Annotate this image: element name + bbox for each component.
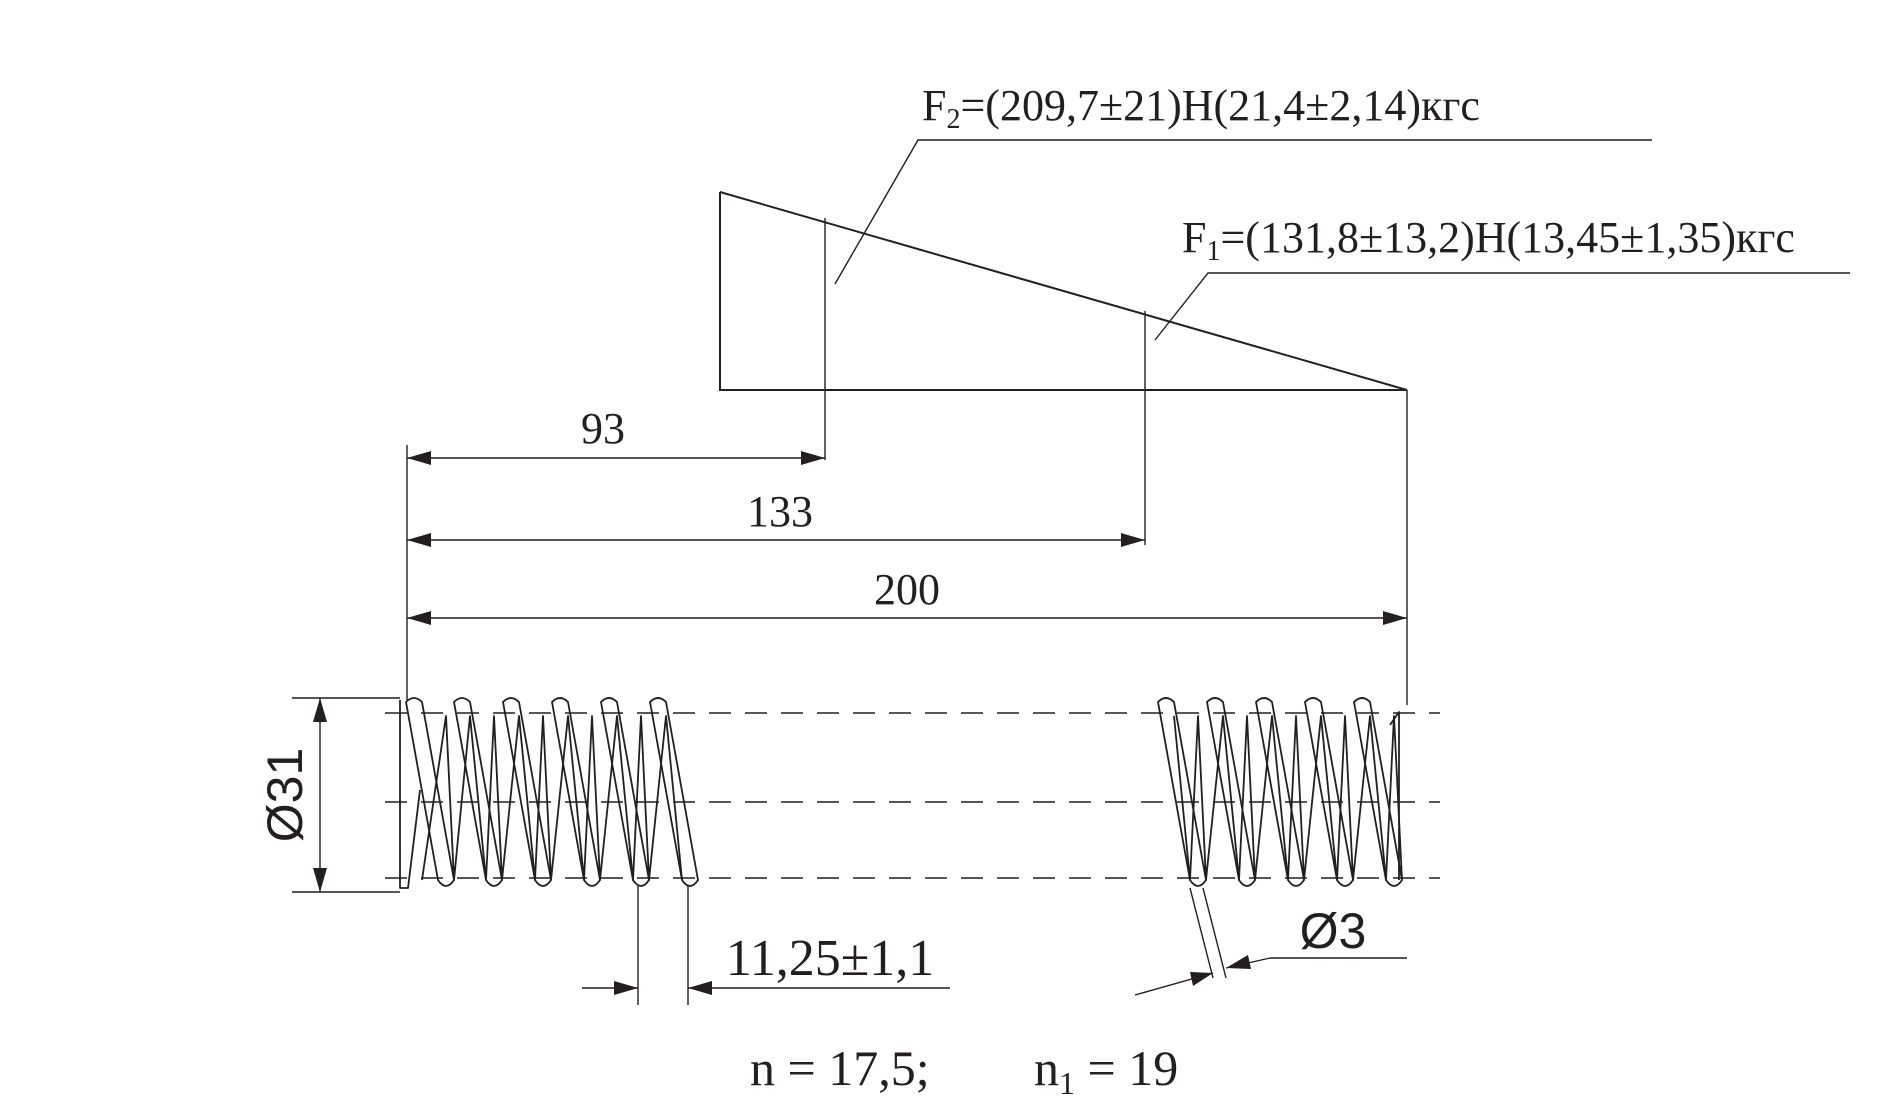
f1-leader <box>1154 272 1850 341</box>
left-back-strokes <box>421 715 683 881</box>
dim-133-arrow-right <box>1121 533 1145 547</box>
spring <box>385 697 1440 889</box>
force-diagram: F2=(209,7±21)Н(21,4±2,14)кгс F1=(131,8±1… <box>719 81 1850 705</box>
n1-label: n1 = 19 <box>1034 1040 1178 1101</box>
wire-ext-left <box>1189 887 1214 979</box>
f1-value: =(131,8±13,2)Н(13,45±1,35)кгс <box>1220 213 1794 262</box>
dim-200-label: 200 <box>874 565 940 614</box>
f1-annotation: F1=(131,8±13,2)Н(13,45±1,35)кгс <box>1182 213 1795 267</box>
dim-200-arrow-left <box>407 611 431 625</box>
left-coil-group <box>405 697 699 887</box>
wire-diameter-dimension: Ø3 <box>1134 887 1407 996</box>
f1-subscript: 1 <box>1206 236 1220 267</box>
right-coil-group <box>1157 697 1403 887</box>
right-back-strokes <box>1173 715 1403 881</box>
dim-200-arrow-right <box>1383 611 1407 625</box>
f2-symbol: F <box>922 81 946 130</box>
n1-value: = 19 <box>1075 1040 1178 1096</box>
f1-symbol: F <box>1182 213 1206 262</box>
pitch-label: 11,25±1,1 <box>726 930 935 987</box>
dim-93-arrow-left <box>407 451 431 465</box>
turns-note: n = 17,5; n1 = 19 <box>750 1040 1178 1101</box>
wire-arrow-right <box>1226 955 1251 969</box>
right-end-coil <box>1389 711 1400 880</box>
pitch-dimension: 11,25±1,1 <box>582 885 950 1005</box>
wire-diameter-label: Ø3 <box>1300 903 1367 959</box>
f2-leader <box>834 139 1652 285</box>
n1-subscript: 1 <box>1059 1065 1075 1101</box>
wire-ext-right <box>1202 887 1227 979</box>
diameter-arrow-bottom <box>313 868 327 892</box>
dim-93-arrow-right <box>801 451 825 465</box>
dim-133-label: 133 <box>747 487 813 536</box>
diameter-arrow-top <box>313 698 327 722</box>
pitch-arrow-right <box>688 981 712 995</box>
n-label: n = 17,5; <box>750 1040 930 1096</box>
pitch-arrow-left <box>614 981 638 995</box>
diameter-label: Ø31 <box>257 748 313 843</box>
wire-arrow-left <box>1190 972 1213 986</box>
diameter-dimension: Ø31 <box>257 697 400 893</box>
coil-left-6 <box>649 697 699 887</box>
length-dimensions: 93 133 200 <box>406 404 1407 700</box>
f2-value: =(209,7±21)Н(21,4±2,14)кгс <box>960 81 1479 130</box>
dim-93-label: 93 <box>581 404 625 453</box>
f2-annotation: F2=(209,7±21)Н(21,4±2,14)кгс <box>922 81 1480 135</box>
left-end-coil <box>399 700 421 889</box>
dim-133-arrow-left <box>407 533 431 547</box>
f2-subscript: 2 <box>946 104 960 135</box>
n1-symbol: n <box>1034 1040 1059 1096</box>
force-triangle <box>719 191 1408 391</box>
